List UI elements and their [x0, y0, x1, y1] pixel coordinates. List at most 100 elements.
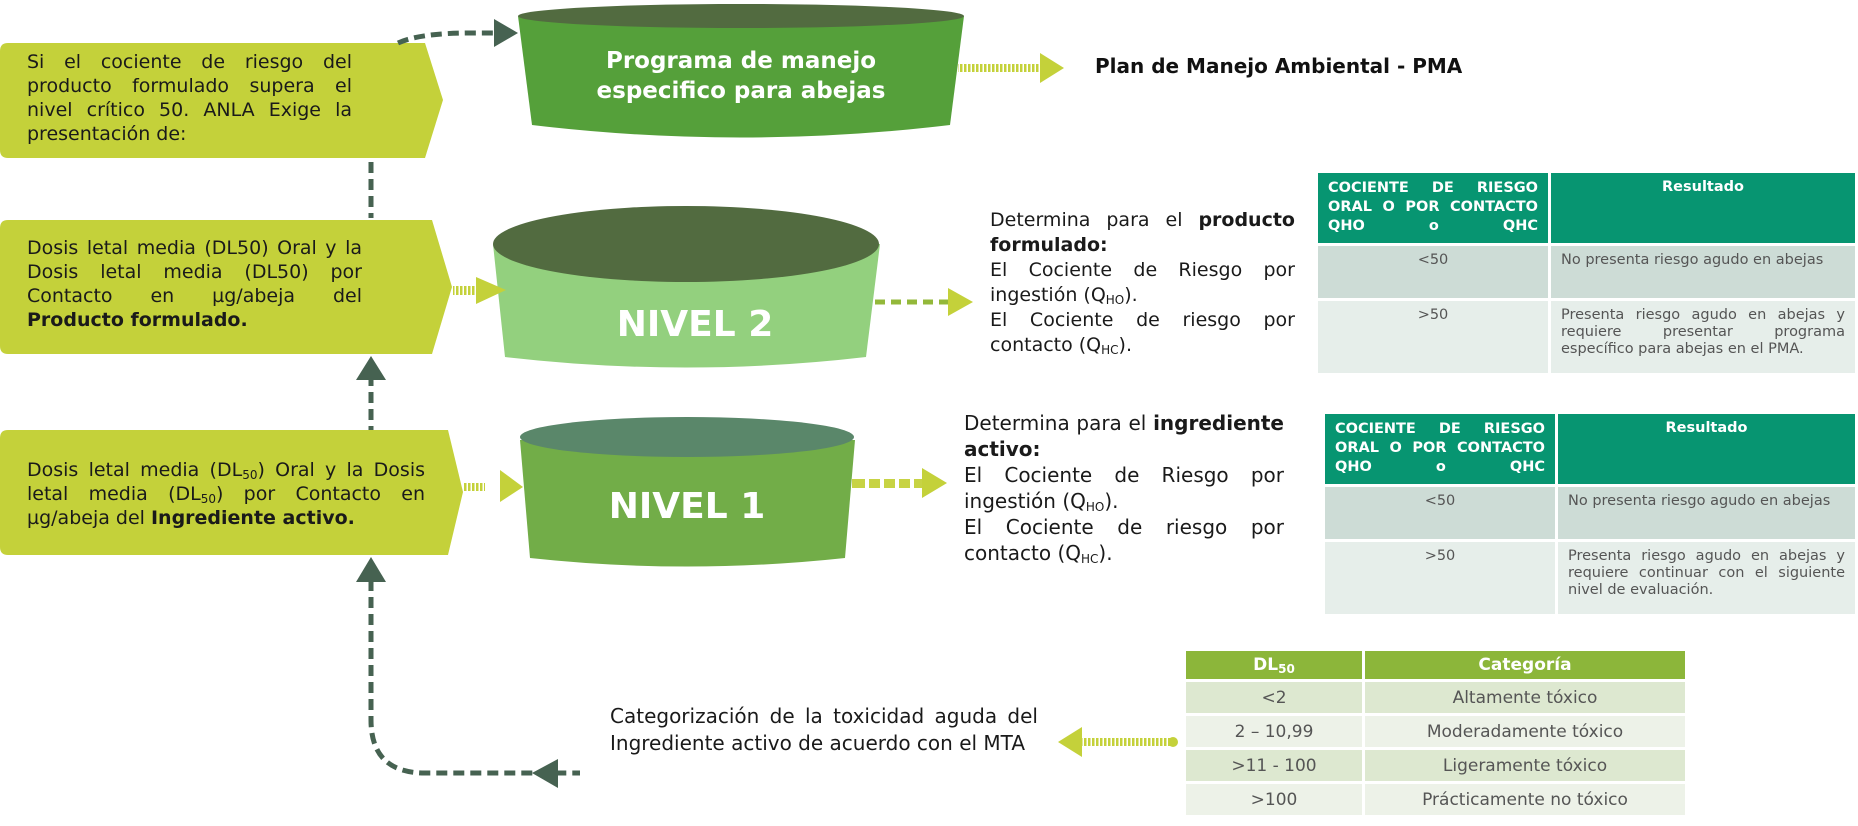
cell-dl50: 2 – 10,99	[1186, 716, 1362, 747]
cell-result: No presenta riesgo agudo en abejas	[1558, 487, 1855, 539]
box-middle-shape	[0, 220, 452, 354]
lime-arrowhead-nivel1-in	[500, 470, 523, 502]
pma-label: Plan de Manejo Ambiental - PMA	[1095, 54, 1463, 78]
nivel1-desc-line1: El Cociente de Riesgo por ingestión (Q	[964, 463, 1284, 513]
lime-arrowhead-mta	[1058, 727, 1082, 757]
lime-connector-program-to-pma	[958, 64, 1042, 72]
box-bottom-label-b: ) Oral y la Dosis letal media (DL	[27, 459, 425, 505]
cell-dl50: >11 - 100	[1186, 750, 1362, 781]
box-middle-label: Dosis letal media (DL50) Oral y la Dosis…	[27, 237, 362, 307]
header-resultado: Resultado	[1551, 173, 1855, 243]
lime-arrowhead-nivel2-in	[476, 277, 506, 304]
nivel1-description: Determina para el ingrediente activo: El…	[964, 410, 1284, 566]
cell-value: >50	[1318, 301, 1548, 373]
table-dl50-categories: DL50 Categoría <2 Altamente tóxico 2 – 1…	[1183, 648, 1688, 818]
cell-result: Presenta riesgo agudo en abejas y requie…	[1551, 301, 1855, 373]
nivel2-desc-bold: producto formulado:	[990, 209, 1295, 256]
nivel2-desc-line2: El Cociente de riesgo por contacto (Q	[990, 309, 1295, 356]
qhc-subscript: HC	[1080, 552, 1099, 566]
lime-arrowhead-pma	[1040, 53, 1064, 83]
nivel2-cylinder	[493, 206, 880, 368]
header-cociente: COCIENTE DE RIESGO ORAL O POR CONTACTO Q…	[1318, 173, 1548, 243]
cell-dl50: <2	[1186, 682, 1362, 713]
header-categoria: Categoría	[1365, 651, 1685, 679]
box-bottom-text: Dosis letal media (DL50) Oral y la Dosis…	[27, 458, 425, 530]
cell-value: <50	[1325, 487, 1555, 539]
program-label-line2: especifico para abejas	[596, 78, 886, 104]
table-row: 2 – 10,99 Moderadamente tóxico	[1186, 716, 1685, 747]
qho-subscript: HO	[1085, 500, 1105, 514]
nivel1-out-gaps	[865, 479, 914, 488]
box-bottom-shape	[0, 430, 463, 555]
box-top-shape	[0, 43, 443, 158]
nivel2-label: NIVEL 2	[616, 304, 774, 345]
box-middle-text: Dosis letal media (DL50) Oral y la Dosis…	[27, 236, 362, 332]
box-bottom-bold: Ingrediente activo.	[150, 507, 355, 529]
cell-result: No presenta riesgo agudo en abejas	[1551, 246, 1855, 298]
table-row: <2 Altamente tóxico	[1186, 682, 1685, 713]
dl50-subscript: 50	[1278, 662, 1295, 676]
program-cylinder	[518, 4, 964, 138]
dl50-subscript: 50	[200, 492, 216, 506]
arrowhead-to-program	[494, 19, 518, 47]
dl50-subscript: 50	[242, 468, 258, 482]
lime-connector-box-to-nivel1	[463, 483, 485, 491]
arrowhead-up-nivel2	[356, 356, 386, 380]
box-top-text: Si el cociente de riesgo del producto fo…	[27, 50, 352, 146]
lime-connector-box-to-nivel2	[453, 286, 477, 295]
nivel2-desc-end2: ).	[1118, 334, 1132, 356]
header-resultado: Resultado	[1558, 414, 1855, 484]
table-row: <50 No presenta riesgo agudo en abejas	[1318, 246, 1855, 298]
cell-category: Ligeramente tóxico	[1365, 750, 1685, 781]
cell-dl50: >100	[1186, 784, 1362, 815]
program-cylinder-label: Programa de manejo especifico para abeja…	[560, 46, 922, 106]
dark-connectors	[368, 30, 580, 776]
lime-connector-dl50-to-mta	[1080, 738, 1172, 746]
cell-category: Prácticamente no tóxico	[1365, 784, 1685, 815]
table-row: >50 Presenta riesgo agudo en abejas y re…	[1325, 542, 1855, 614]
cell-value: >50	[1325, 542, 1555, 614]
lime-arrowhead-nivel2-out	[948, 288, 973, 316]
qho-subscript: HO	[1105, 293, 1125, 307]
header-dl50: DL50	[1186, 651, 1362, 679]
table-header-row: DL50 Categoría	[1186, 651, 1685, 679]
cell-category: Moderadamente tóxico	[1365, 716, 1685, 747]
lime-connector-nivel1-out	[852, 479, 924, 488]
table-header-row: COCIENTE DE RIESGO ORAL O POR CONTACTO Q…	[1318, 173, 1855, 243]
nivel1-desc-end2: ).	[1098, 541, 1113, 565]
arrowhead-left-mta	[532, 759, 558, 788]
header-cociente: COCIENTE DE RIESGO ORAL O POR CONTACTO Q…	[1325, 414, 1555, 484]
nivel2-desc-intro: Determina para el	[990, 209, 1199, 231]
table-row: >50 Presenta riesgo agudo en abejas y re…	[1318, 301, 1855, 373]
table-header-row: COCIENTE DE RIESGO ORAL O POR CONTACTO Q…	[1325, 414, 1855, 484]
table-nivel2-results: COCIENTE DE RIESGO ORAL O POR CONTACTO Q…	[1315, 170, 1858, 376]
nivel2-description: Determina para el producto formulado: El…	[990, 208, 1295, 358]
table-row: >100 Prácticamente no tóxico	[1186, 784, 1685, 815]
box-top-label: Si el cociente de riesgo del producto fo…	[27, 51, 352, 145]
arrowhead-up-nivel1	[356, 557, 386, 582]
lime-connector-dot	[1168, 737, 1178, 747]
nivel1-desc-intro: Determina para el	[964, 411, 1154, 435]
mta-description: Categorización de la toxicidad aguda del…	[610, 704, 1038, 755]
box-bottom-label-c: ) por Contacto en µg/abeja del	[27, 483, 425, 529]
box-middle-bold: Producto formulado.	[27, 309, 248, 331]
nivel1-label: NIVEL 1	[608, 486, 766, 527]
nivel1-desc-end1: ).	[1104, 489, 1119, 513]
box-bottom-label-a: Dosis letal media (DL	[27, 459, 243, 481]
cell-category: Altamente tóxico	[1365, 682, 1685, 713]
nivel1-desc-line2: El Cociente de riesgo por contacto (Q	[964, 515, 1284, 565]
nivel2-desc-line1: El Cociente de Riesgo por ingestión (Q	[990, 259, 1295, 306]
program-label-line1: Programa de manejo	[605, 48, 877, 74]
header-dl-text: DL	[1253, 655, 1279, 675]
qhc-subscript: HC	[1101, 343, 1119, 357]
lime-arrowhead-nivel1-out	[922, 468, 947, 498]
table-nivel1-results: COCIENTE DE RIESGO ORAL O POR CONTACTO Q…	[1322, 411, 1858, 617]
cell-result: Presenta riesgo agudo en abejas y requie…	[1558, 542, 1855, 614]
nivel1-desc-bold: ingrediente activo:	[964, 411, 1284, 461]
table-row: >11 - 100 Ligeramente tóxico	[1186, 750, 1685, 781]
table-row: <50 No presenta riesgo agudo en abejas	[1325, 487, 1855, 539]
nivel2-desc-end1: ).	[1124, 284, 1138, 306]
nivel1-cylinder	[520, 417, 855, 567]
cell-value: <50	[1318, 246, 1548, 298]
